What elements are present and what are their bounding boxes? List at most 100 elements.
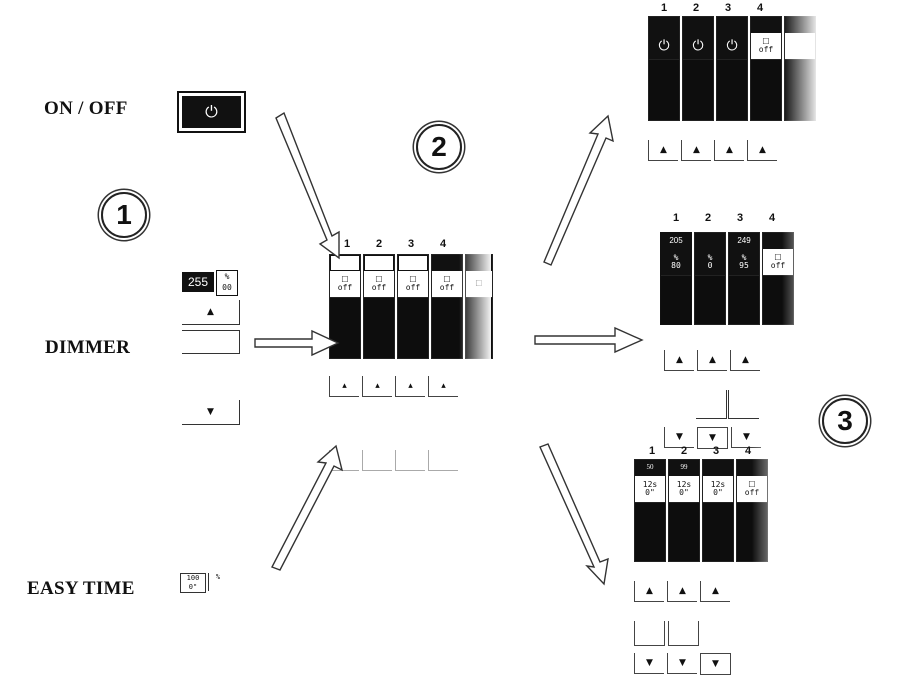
level-unit: % bbox=[707, 253, 713, 262]
channel-header[interactable] bbox=[717, 17, 747, 33]
channel-column[interactable]: ☐off bbox=[750, 16, 782, 121]
dimmer-down-button[interactable]: ▼ bbox=[182, 400, 240, 425]
channel-number: 4 bbox=[744, 445, 752, 457]
channel-value[interactable] bbox=[695, 233, 725, 249]
bulb-off-cell[interactable]: ☐off bbox=[364, 271, 394, 298]
channel-column[interactable]: ⏻ bbox=[682, 16, 714, 121]
channel-header[interactable] bbox=[703, 460, 733, 476]
channel-body[interactable] bbox=[635, 503, 665, 561]
channel-header[interactable] bbox=[398, 255, 428, 271]
dimmer-widget[interactable]: 255 % 00 bbox=[182, 270, 238, 296]
channel-column[interactable]: ☐off bbox=[397, 254, 429, 359]
time-up-button[interactable]: ▲ bbox=[700, 581, 730, 602]
power-on-cell[interactable]: ⏻ bbox=[683, 33, 713, 60]
dimmer-up-button[interactable]: ▲ bbox=[697, 350, 727, 371]
time-track[interactable] bbox=[668, 621, 699, 646]
dimmer-up-button[interactable]: ▲ bbox=[664, 350, 694, 371]
dimmer-track[interactable] bbox=[728, 390, 759, 419]
bulb-off-cell[interactable]: ☐off bbox=[763, 249, 793, 276]
dimmer-down-button[interactable]: ▼ bbox=[731, 427, 761, 448]
dimmer-down-button[interactable]: ▼ bbox=[664, 427, 694, 448]
channel-value[interactable]: 205 bbox=[661, 233, 691, 249]
time-down-button[interactable]: ▼ bbox=[667, 653, 697, 674]
channel-column[interactable]: ⏻ bbox=[648, 16, 680, 121]
channel-body[interactable] bbox=[717, 60, 747, 120]
channel-up-button[interactable]: ▴ bbox=[428, 376, 458, 397]
easy-time-widget[interactable]: 100 0" % bbox=[178, 571, 238, 593]
channel-button-faint[interactable] bbox=[428, 450, 458, 471]
bulb-off-cell[interactable]: ☐off bbox=[398, 271, 428, 298]
channel-header[interactable] bbox=[751, 17, 781, 33]
channel-button-faint[interactable] bbox=[362, 450, 392, 471]
bulb-off-cell[interactable]: ☐off bbox=[330, 271, 360, 298]
power-on-cell[interactable]: ⏻ bbox=[649, 33, 679, 60]
channel-body[interactable] bbox=[695, 276, 725, 324]
time-track[interactable] bbox=[634, 621, 665, 646]
channel-body[interactable] bbox=[729, 276, 759, 324]
channel-up-button[interactable]: ▴ bbox=[362, 376, 392, 397]
channel-column[interactable]: 205 %80 bbox=[660, 232, 692, 325]
dimmer-level-cell[interactable]: %95 bbox=[729, 249, 759, 276]
triangle-up-icon: ▲ bbox=[676, 355, 683, 365]
power-on-cell[interactable]: ⏻ bbox=[717, 33, 747, 60]
on-off-widget[interactable]: ⏻ bbox=[177, 91, 246, 133]
channel-column[interactable]: ☐off bbox=[329, 254, 361, 359]
channel-body[interactable] bbox=[751, 60, 781, 120]
channel-body[interactable] bbox=[669, 503, 699, 561]
channel-column[interactable]: ☐off bbox=[363, 254, 395, 359]
channel-body[interactable] bbox=[683, 60, 713, 120]
time-down-button[interactable]: ▼ bbox=[634, 653, 664, 674]
dimmer-track[interactable] bbox=[182, 330, 240, 354]
triangle-down-icon: ▼ bbox=[676, 432, 683, 442]
channel-header[interactable] bbox=[364, 255, 394, 271]
dimmer-value: 255 bbox=[182, 272, 214, 292]
channel-body[interactable] bbox=[661, 276, 691, 324]
dimmer-level-cell[interactable]: %80 bbox=[661, 249, 691, 276]
channel-body[interactable] bbox=[398, 298, 428, 358]
channel-up-button[interactable]: ▲ bbox=[714, 140, 744, 161]
channel-up-button[interactable]: ▲ bbox=[681, 140, 711, 161]
channel-up-button[interactable]: ▲ bbox=[747, 140, 777, 161]
channel-up-button[interactable]: ▴ bbox=[395, 376, 425, 397]
channel-body[interactable] bbox=[703, 503, 733, 561]
channel-header[interactable] bbox=[683, 17, 713, 33]
time-up-button[interactable]: ▲ bbox=[634, 581, 664, 602]
channel-header[interactable] bbox=[649, 17, 679, 33]
channel-value[interactable]: 249 bbox=[729, 233, 759, 249]
dimmer-level-cell[interactable]: %0 bbox=[695, 249, 725, 276]
dimmer-up-button[interactable]: ▲ bbox=[730, 350, 760, 371]
arrow-to-easytime-panel bbox=[539, 443, 609, 586]
channel-column[interactable]: %0 bbox=[694, 232, 726, 325]
channel-column[interactable]: 249 %95 bbox=[728, 232, 760, 325]
fade-overlay bbox=[783, 2, 818, 172]
channel-value[interactable]: 99 bbox=[669, 460, 699, 476]
channel-column[interactable]: ⏻ bbox=[716, 16, 748, 121]
channel-body[interactable] bbox=[330, 298, 360, 358]
fade-overlay bbox=[459, 238, 491, 408]
dimmer-down-button[interactable]: ▼ bbox=[697, 427, 728, 449]
step-3-number: 3 bbox=[837, 405, 853, 436]
bulb-off-cell[interactable]: ☐off bbox=[751, 33, 781, 60]
bulb-off-cell[interactable]: ☐off bbox=[432, 271, 462, 298]
dimmer-up-button[interactable]: ▲ bbox=[182, 300, 240, 325]
channel-up-button[interactable]: ▲ bbox=[648, 140, 678, 161]
dimmer-track[interactable] bbox=[696, 390, 727, 419]
channel-up-button[interactable]: ▴ bbox=[329, 376, 359, 397]
channel-body[interactable] bbox=[649, 60, 679, 120]
channel-header[interactable] bbox=[330, 255, 360, 271]
channel-body[interactable] bbox=[364, 298, 394, 358]
channel-value[interactable]: 50 bbox=[635, 460, 665, 476]
channel-body[interactable] bbox=[432, 298, 462, 358]
off-text: off bbox=[770, 261, 786, 270]
time-up-button[interactable]: ▲ bbox=[667, 581, 697, 602]
channel-button-faint[interactable] bbox=[395, 450, 425, 471]
easy-time-box-right: % bbox=[208, 573, 227, 591]
channel-column[interactable]: ☐off bbox=[431, 254, 463, 359]
time-down-button[interactable]: ▼ bbox=[700, 653, 731, 675]
